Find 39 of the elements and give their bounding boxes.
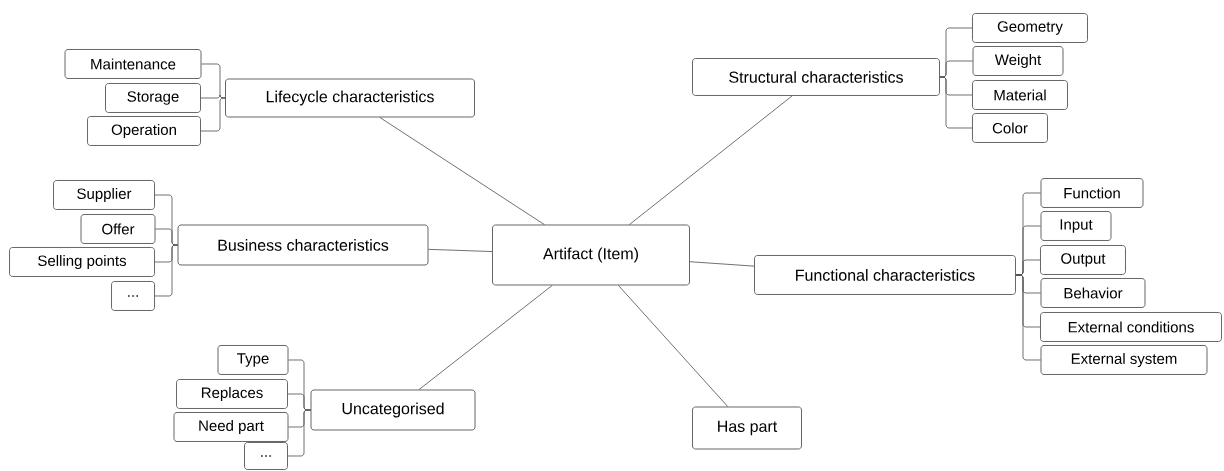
- item-box: Output: [1040, 245, 1126, 275]
- category-box: Functional characteristics: [754, 255, 1016, 295]
- item-box: Selling points: [9, 247, 155, 277]
- item-box: Offer: [80, 214, 156, 244]
- item-box: Color: [972, 113, 1048, 143]
- connector-line: [428, 248, 493, 252]
- item-box: ...: [244, 442, 288, 470]
- category-box: Structural characteristics: [692, 58, 940, 96]
- category-box: Has part: [692, 406, 802, 450]
- category-box: Business characteristics: [177, 224, 429, 266]
- item-box: Need part: [173, 412, 289, 442]
- connector-line: [154, 244, 178, 297]
- connector-line: [379, 117, 545, 225]
- connector-line: [418, 285, 553, 390]
- item-box: Replaces: [176, 379, 288, 409]
- item-box: Maintenance: [64, 49, 202, 79]
- connector-line: [689, 261, 755, 267]
- item-box: Operation: [87, 116, 201, 146]
- connector-line: [939, 76, 973, 129]
- item-box: Weight: [972, 46, 1064, 76]
- item-box: Input: [1040, 211, 1112, 241]
- root-box: Artifact (Item): [492, 224, 690, 286]
- connector-line: [1015, 274, 1041, 361]
- connector-line: [628, 95, 793, 225]
- item-box: External system: [1040, 345, 1208, 375]
- item-box: Geometry: [972, 13, 1088, 43]
- item-box: Type: [217, 345, 289, 375]
- item-box: Material: [972, 80, 1068, 110]
- category-box: Lifecycle characteristics: [225, 78, 475, 118]
- item-box: Function: [1040, 178, 1144, 208]
- item-box: ...: [111, 281, 155, 311]
- item-box: Behavior: [1040, 278, 1146, 308]
- item-box: Storage: [105, 83, 201, 113]
- connector-line: [200, 97, 226, 132]
- item-box: Supplier: [53, 180, 155, 210]
- connector-line: [287, 409, 311, 457]
- connector-line: [618, 285, 729, 407]
- category-box: Uncategorised: [310, 389, 476, 431]
- item-box: External conditions: [1040, 312, 1222, 342]
